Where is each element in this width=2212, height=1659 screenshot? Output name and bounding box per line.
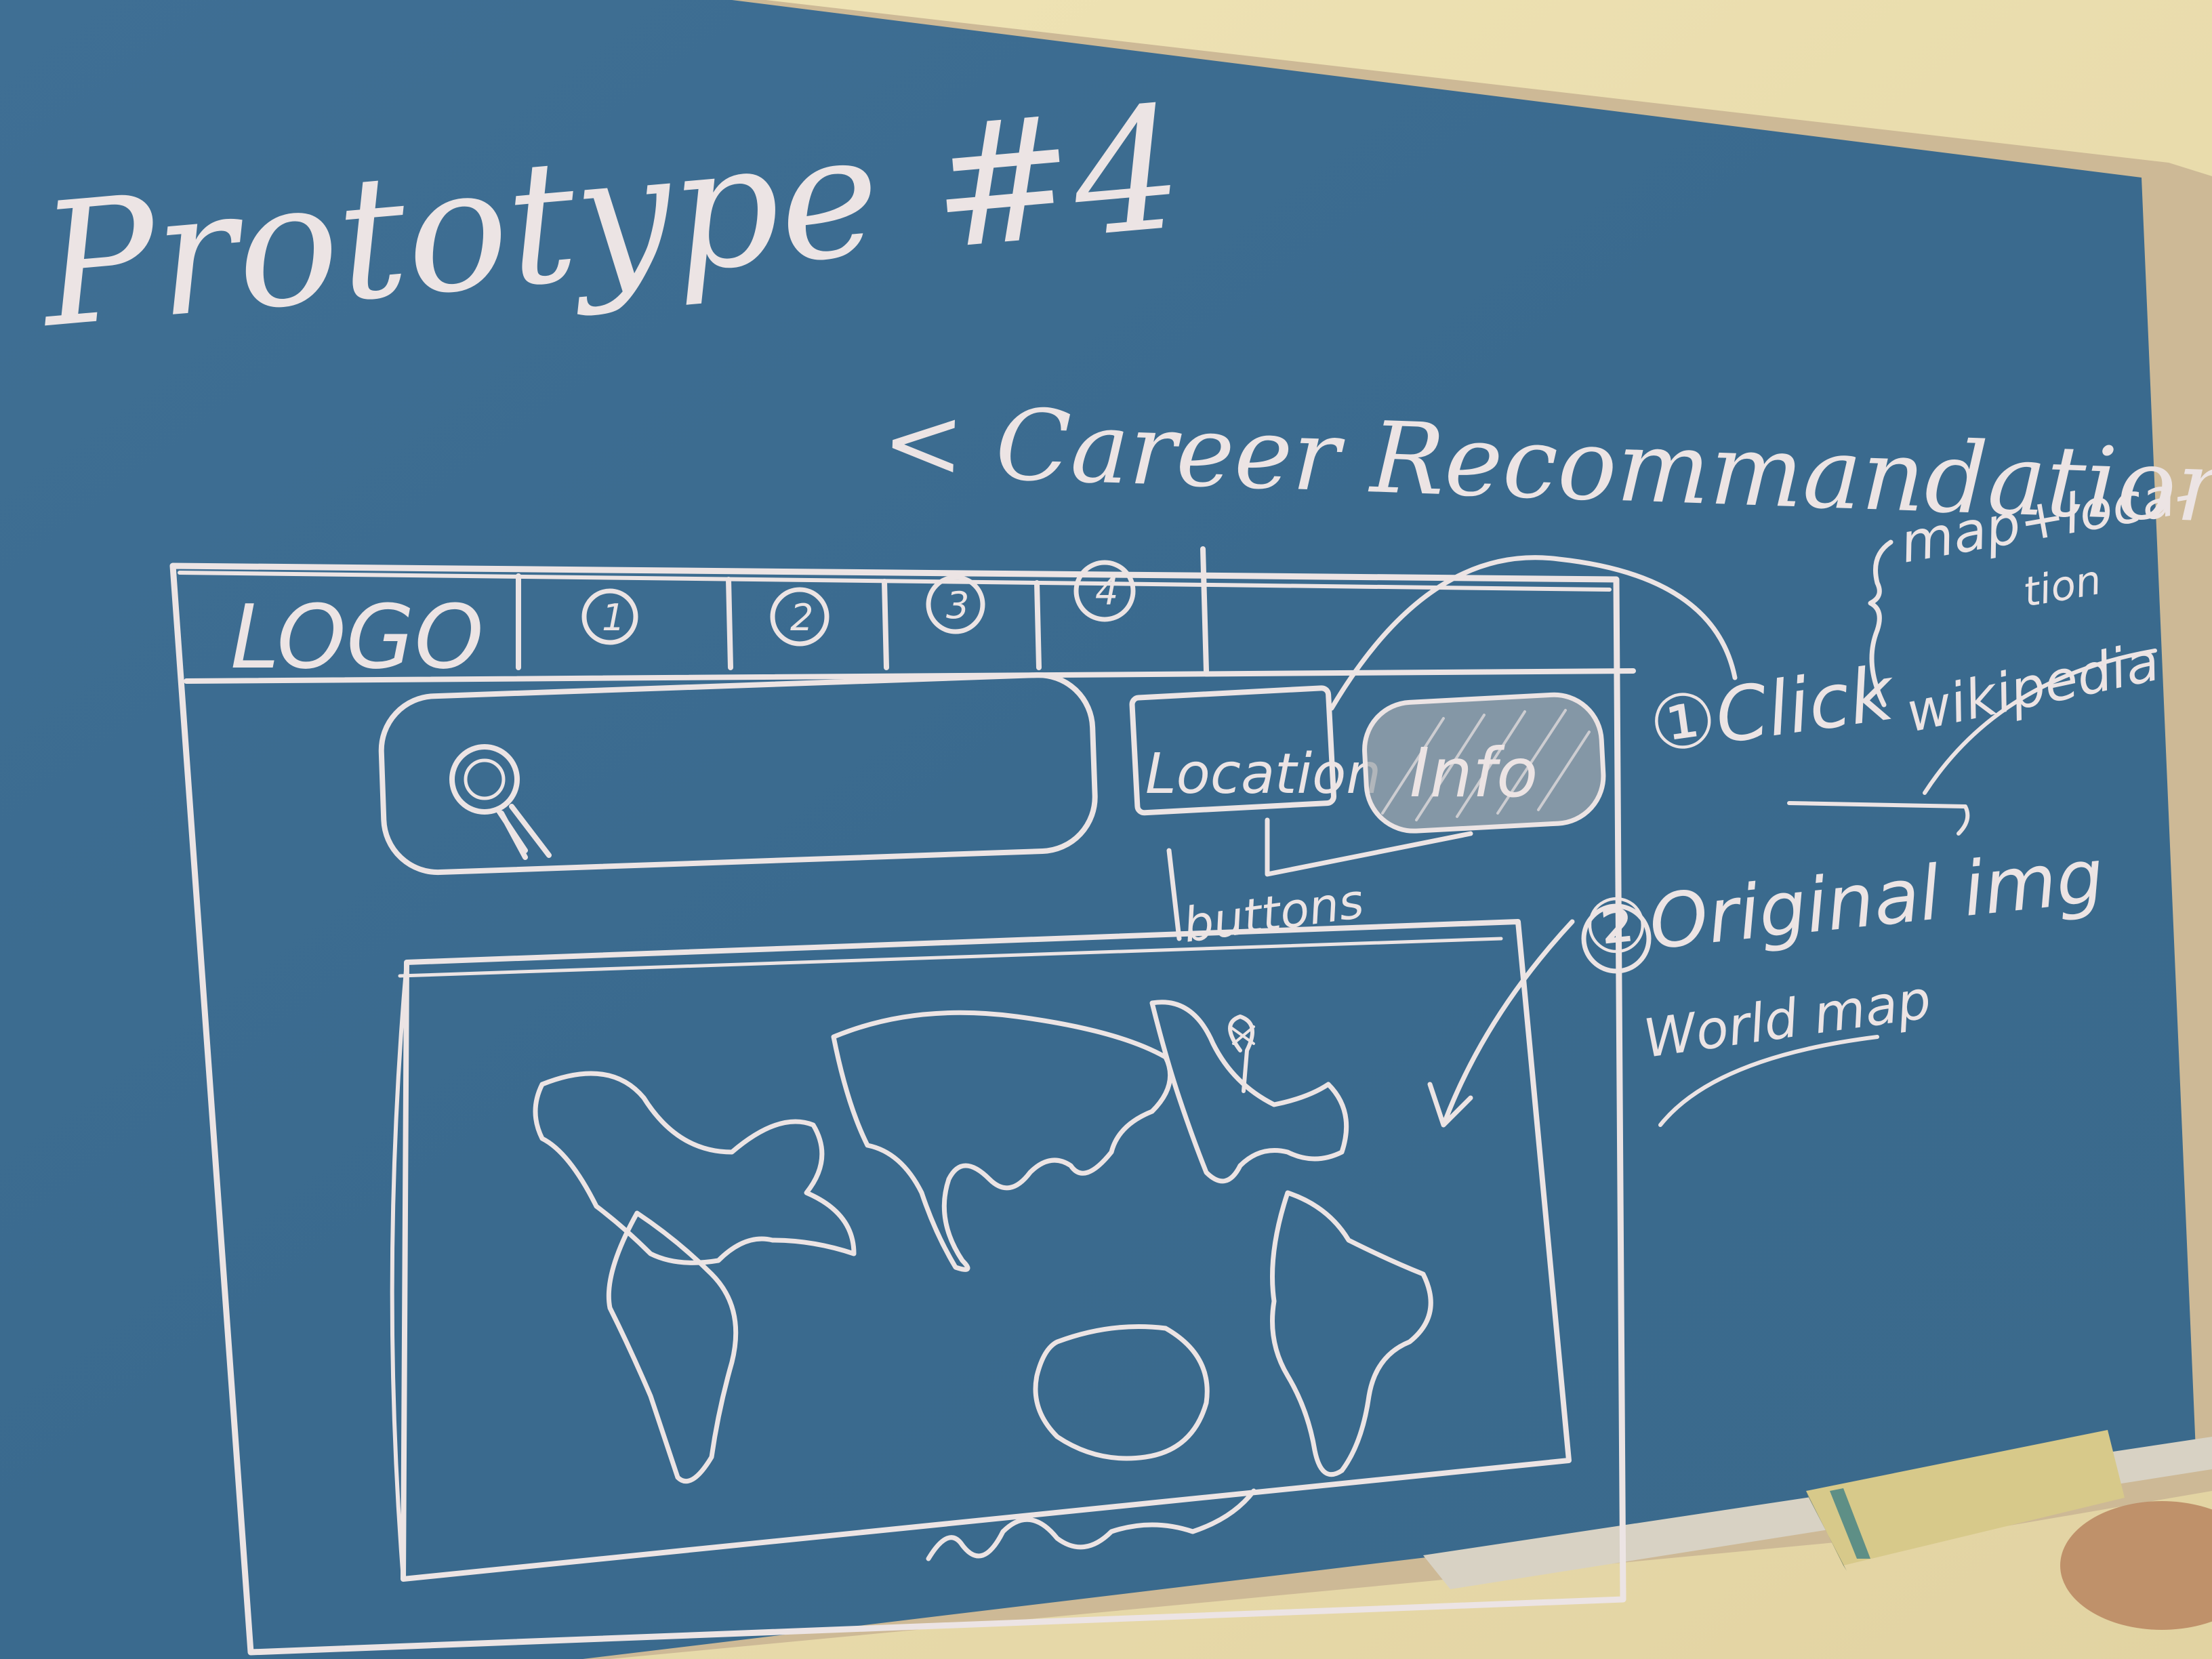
wikipedia-link-line xyxy=(1787,649,2157,836)
location-button[interactable]: Location xyxy=(1129,685,1381,816)
wireframe-search-bar[interactable] xyxy=(378,672,1098,876)
wireframe-tab-2[interactable]: 2 xyxy=(770,587,830,647)
wireframe-tab-3[interactable]: 3 xyxy=(926,575,985,634)
wireframe-map-area xyxy=(390,919,1572,1582)
magnifier-icon xyxy=(449,744,552,860)
tab-3-label: 3 xyxy=(946,584,969,627)
hand xyxy=(2060,1501,2212,1630)
wireframe-tab-1[interactable]: 1 xyxy=(581,588,638,645)
info-button-label: Info xyxy=(1410,733,1538,813)
tab-1-label: 1 xyxy=(602,596,625,639)
info-button[interactable]: Info xyxy=(1362,692,1606,834)
world-map-sketch xyxy=(533,1000,1433,1561)
wireframe-window xyxy=(169,546,1636,1656)
tab-4-label: 4 xyxy=(1095,571,1118,613)
tab-2-label: 2 xyxy=(790,596,813,639)
wireframe-logo: LOGO xyxy=(230,586,484,689)
map-pin-icon xyxy=(1228,1015,1255,1093)
map-arrow xyxy=(1427,919,1575,1128)
buttons-bracket xyxy=(1166,817,1473,941)
location-button-label: Location xyxy=(1145,742,1381,806)
world-map-underline xyxy=(1658,1035,1879,1127)
eraser xyxy=(1806,1430,2125,1571)
wireframe-tab-4[interactable]: 4 xyxy=(1073,560,1136,622)
click-brace xyxy=(1868,539,1893,708)
info-arrow xyxy=(1329,555,1738,711)
